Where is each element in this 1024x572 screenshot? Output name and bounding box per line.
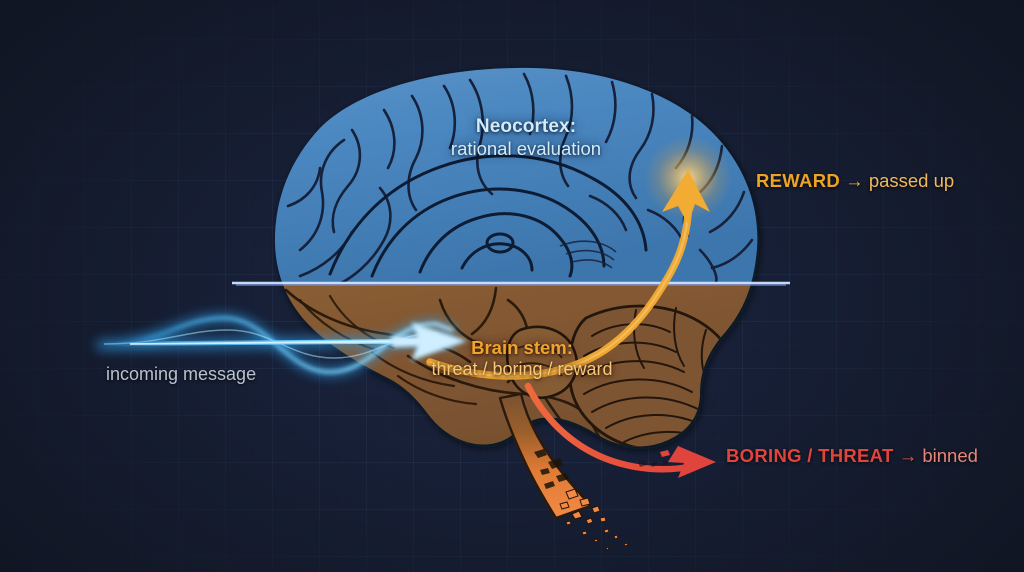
incoming-message-label: incoming message <box>106 364 257 384</box>
neocortex-label-line2: rational evaluation <box>450 138 602 160</box>
reward-arrowhead <box>662 170 710 224</box>
reward-keyword: REWARD <box>756 170 841 191</box>
boring-threat-outcome-label: BORING / THREAT → binned <box>726 445 978 467</box>
reject-arrowhead <box>668 446 716 478</box>
stem-crumble-cracks <box>534 449 569 489</box>
neocortex-label: Neocortex: rational evaluation <box>426 116 626 160</box>
pons <box>506 325 579 399</box>
boring-threat-arrow-glyph: → <box>898 445 918 466</box>
reward-arrow <box>426 170 710 380</box>
brain-stem-tail <box>498 392 629 551</box>
brain-stem-label: Brain stem: threat / boring / reward <box>412 337 632 380</box>
reward-outcome-text: passed up <box>868 170 955 191</box>
reward-outcome-label: REWARD → passed up <box>756 170 954 192</box>
signal-arrowhead <box>391 322 468 361</box>
neocortex-label-line1: Neocortex: <box>475 116 577 137</box>
reject-arrow <box>524 382 716 478</box>
brain-stem-label-line2: threat / boring / reward <box>431 358 613 379</box>
debris-particles <box>559 488 629 551</box>
boring-threat-outcome-text: binned <box>922 445 978 466</box>
cortex-divider-line <box>232 280 790 286</box>
reward-arrow-glyph: → <box>845 170 864 191</box>
thalamus <box>485 232 515 254</box>
incoming-signal-wave <box>95 314 468 376</box>
brain-stem-label-line1: Brain stem: <box>471 337 573 358</box>
boring-threat-keyword: BORING / THREAT <box>726 445 894 466</box>
